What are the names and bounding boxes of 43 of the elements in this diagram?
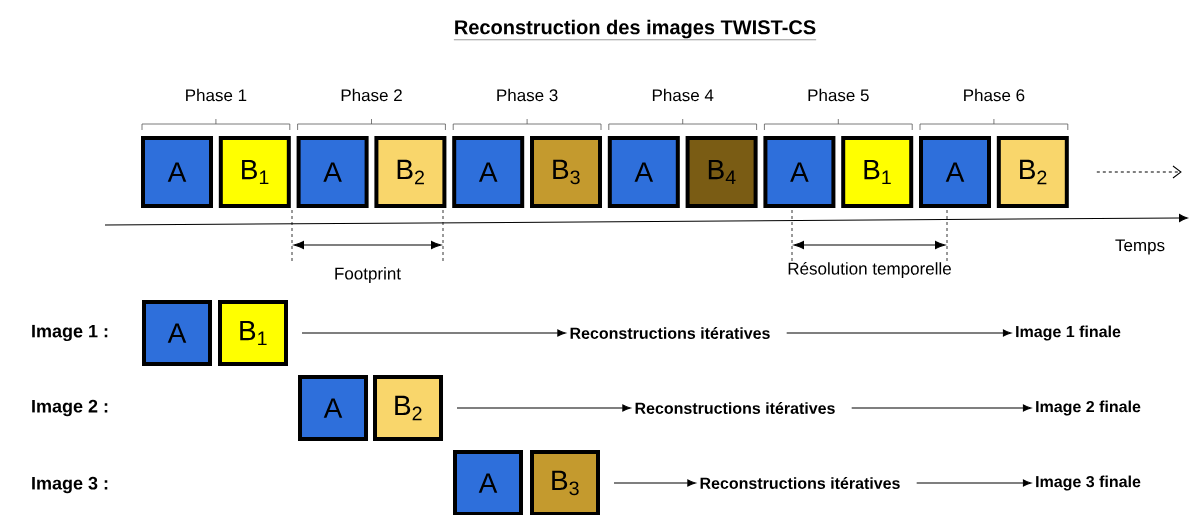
dimension-label: Footprint xyxy=(335,267,401,283)
sequence-box: B$_{4}$ xyxy=(685,136,758,208)
axis-label: Temps xyxy=(1115,239,1165,255)
sequence-box: A xyxy=(607,136,680,208)
sequence-box: B$_{1}$ xyxy=(841,136,914,208)
sequence-box: B$_{3}$ xyxy=(530,450,600,515)
arrow xyxy=(786,329,1012,337)
sequence-box: B$_{2}$ xyxy=(374,136,447,208)
row-label: Image 1 : xyxy=(32,324,108,342)
step-text: Image 2 finale xyxy=(1036,400,1141,416)
arrow xyxy=(851,404,1032,412)
row-label: Image 2 : xyxy=(32,399,108,417)
phase-label: Phase 6 xyxy=(964,88,1025,102)
sequence-box: A xyxy=(452,136,525,208)
title: Reconstruction des images TWIST-CS xyxy=(453,19,817,40)
sequence-box: A xyxy=(142,300,212,366)
dimension-label: Résolution temporelle xyxy=(788,262,951,279)
phase-label: Phase 3 xyxy=(497,88,558,102)
sequence-box: B$_{1}$ xyxy=(218,300,288,366)
arrow xyxy=(456,404,631,412)
phase-label: Phase 4 xyxy=(652,88,714,102)
phase-label: Phase 5 xyxy=(808,88,869,102)
sequence-box: B$_{2}$ xyxy=(996,136,1069,208)
sequence-box: A xyxy=(919,136,991,208)
step-text: Reconstructions itératives xyxy=(635,402,835,414)
step-text: Reconstructions itératives xyxy=(570,327,770,339)
arrow xyxy=(301,329,566,337)
sequence-box: B$_{3}$ xyxy=(530,136,602,208)
sequence-box: B$_{1}$ xyxy=(218,136,291,208)
sequence-box: A xyxy=(141,136,213,208)
phase-label: Phase 2 xyxy=(341,88,402,102)
sequence-box: A xyxy=(298,375,368,441)
step-text: Reconstructions itératives xyxy=(700,477,900,489)
sequence-box: A xyxy=(763,136,836,208)
arrow xyxy=(613,479,696,487)
step-text: Image 1 finale xyxy=(1016,325,1121,341)
phase-label: Phase 1 xyxy=(186,88,247,102)
sequence-box: B$_{2}$ xyxy=(373,375,443,441)
sequence-box: A xyxy=(296,136,369,208)
arrow xyxy=(916,479,1032,487)
step-text: Image 3 finale xyxy=(1036,475,1141,491)
sequence-box: A xyxy=(453,450,523,515)
row-label: Image 3 : xyxy=(32,476,108,494)
